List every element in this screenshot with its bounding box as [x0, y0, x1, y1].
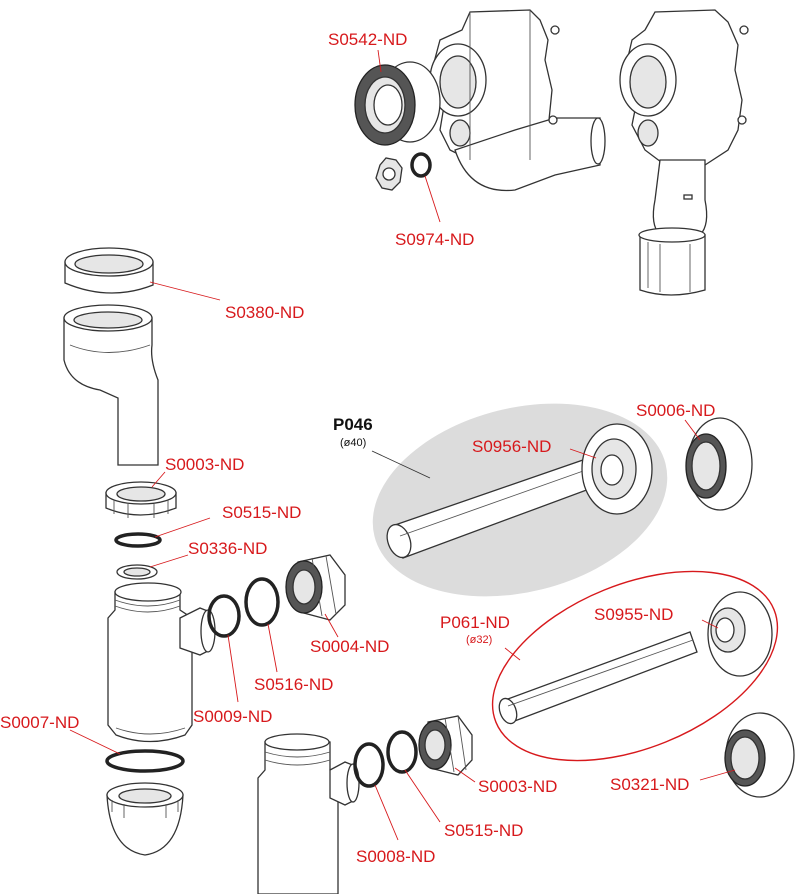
label-p061-diameter: (ø32) — [466, 634, 492, 646]
o-ring-s0007 — [105, 749, 185, 773]
washer-s0008 — [353, 742, 385, 788]
nut-s0003-bottom — [418, 715, 473, 776]
callout-lines — [69, 49, 736, 841]
reducer-seal-s0542 — [354, 61, 441, 146]
o-ring-s0974 — [410, 152, 432, 178]
nut-s0003-top — [105, 481, 177, 518]
wall-siphon-body-left — [429, 9, 606, 192]
washer-s0336 — [116, 564, 158, 580]
rosette-s0956 — [581, 423, 653, 515]
washer-s0009 — [207, 594, 241, 638]
label-s0974: S0974-ND — [395, 230, 474, 249]
rosette-s0321 — [724, 712, 795, 798]
label-s0515-top: S0515-ND — [222, 503, 301, 522]
washer-s0515-top — [114, 532, 162, 548]
inlet-elbow — [63, 304, 159, 466]
label-s0542: S0542-ND — [328, 30, 407, 49]
rosette-s0955 — [707, 591, 773, 677]
label-s0009: S0009-ND — [193, 707, 272, 726]
wall-siphon-body-right — [619, 9, 749, 296]
nut-s0004 — [285, 554, 346, 621]
bottle-siphon-small-body — [257, 733, 360, 894]
label-s0003-top: S0003-ND — [165, 455, 244, 474]
rosette-s0006 — [685, 417, 753, 511]
label-s0956: S0956-ND — [472, 437, 551, 456]
p061-highlight-zone — [491, 570, 779, 762]
label-s0003-bottom: S0003-ND — [478, 777, 557, 796]
bottle-siphon-body — [107, 582, 216, 743]
label-p046: P046 — [333, 415, 373, 434]
label-s0380: S0380-ND — [225, 303, 304, 322]
ring-s0380 — [64, 247, 154, 294]
label-s0955: S0955-ND — [594, 605, 673, 624]
pipe-p046-label: P046 (ø40) — [333, 415, 373, 449]
label-s0006: S0006-ND — [636, 401, 715, 420]
label-s0515-bottom: S0515-ND — [444, 821, 523, 840]
label-s0516: S0516-ND — [254, 675, 333, 694]
screw-cap-s0974 — [375, 157, 403, 191]
label-s0004: S0004-ND — [310, 637, 389, 656]
washer-s0515-bottom — [386, 730, 418, 774]
label-s0336: S0336-ND — [188, 539, 267, 558]
part-labels: S0542-ND S0974-ND S0380-ND S0003-ND S051… — [0, 30, 715, 866]
pipe-p061 — [498, 631, 698, 725]
washer-s0516 — [244, 577, 280, 627]
label-p046-diameter: (ø40) — [340, 437, 366, 449]
label-p061: P061-ND — [440, 613, 510, 632]
bottle-cap — [106, 782, 184, 856]
label-s0008: S0008-ND — [356, 847, 435, 866]
label-s0321: S0321-ND — [610, 775, 689, 794]
label-s0007: S0007-ND — [0, 713, 79, 732]
